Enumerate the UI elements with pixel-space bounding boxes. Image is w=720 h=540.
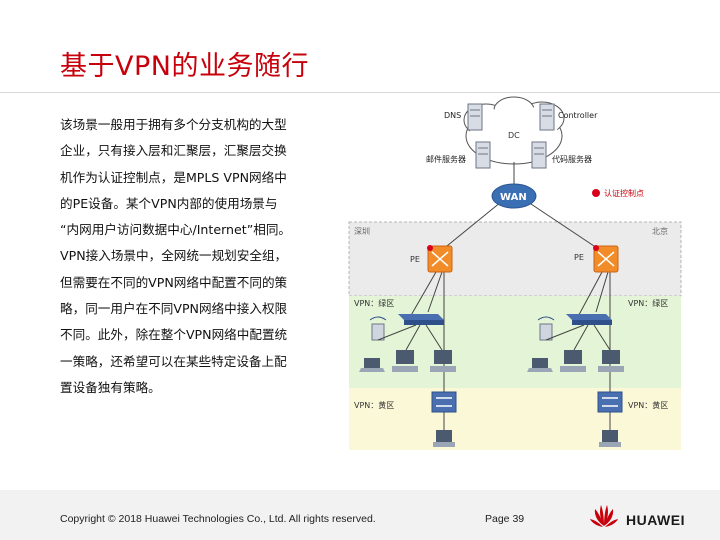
controller-label: Controller <box>558 111 598 120</box>
mail-server-label: 邮件服务器 <box>426 154 466 164</box>
pe-right-label: PE <box>574 253 584 262</box>
green-left-links-3 <box>425 324 443 351</box>
mail-server-icon <box>475 141 491 169</box>
title-divider <box>0 92 720 93</box>
slide-body-text: 该场景一般用于拥有多个分支机构的大型 企业，只有接入层和汇聚层，汇聚层交换 机作… <box>60 112 322 401</box>
pc-left-2-icon <box>430 350 456 372</box>
vpn-yellow-zone <box>349 388 681 450</box>
green-left-links <box>377 324 417 341</box>
laptop-right-icon <box>527 358 553 372</box>
proxy-server-icon <box>531 141 547 169</box>
body-line: 该场景一般用于拥有多个分支机构的大型 <box>60 117 287 132</box>
green-right-links-2 <box>573 324 589 351</box>
auth-point-legend-label: 认证控制点 <box>604 188 644 198</box>
body-line: 的PE设备。某个VPN内部的使用场景与 <box>60 195 278 211</box>
pe-right-switch-icon <box>593 245 619 273</box>
footer-bar <box>0 490 720 540</box>
copyright-text: Copyright © 2018 Huawei Technologies Co.… <box>60 513 376 525</box>
wan-pe-left-link <box>441 201 502 251</box>
wan-label: WAN <box>500 192 527 203</box>
network-diagram: DC DNS Controller 邮件服务器 代码服务器 WAN 认证控制点 <box>348 96 682 450</box>
yellow-left-switch-icon <box>431 391 457 413</box>
wan-node <box>491 183 537 209</box>
dns-server-icon <box>467 103 483 131</box>
body-line: 略，同一用户在不同VPN网络中接入权限 <box>60 301 288 317</box>
green-right-links <box>545 324 585 341</box>
body-line: 但需要在不同的VPN网络中配置不同的策 <box>60 274 288 290</box>
dc-label: DC <box>508 131 520 140</box>
pc-right-icon <box>560 350 586 372</box>
yellow-right-pc-icon <box>599 430 621 447</box>
controller-server-icon <box>539 103 555 131</box>
green-left-links-2 <box>405 324 421 351</box>
green-right-links-3 <box>593 324 611 351</box>
pe-left-green-link-2 <box>427 271 443 313</box>
body-line: VPN接入场景中，全网统一规划安全组， <box>60 248 288 264</box>
laptop-left-icon <box>359 358 385 372</box>
pe-left-switch-icon <box>427 245 453 273</box>
dns-label: DNS <box>444 111 461 120</box>
body-line: “内网用户访问数据中心/Internet”相同。 <box>60 222 292 238</box>
slide-title: 基于VPN的业务随行 <box>60 51 309 82</box>
pc-right-2-icon <box>598 350 624 372</box>
pe-right-green-link-2 <box>595 271 609 313</box>
access-switch-right-icon <box>566 314 612 325</box>
site-left-label: 深圳 <box>354 226 370 236</box>
body-line: 置设备独有策略。 <box>60 379 161 395</box>
vpn-green-zone <box>349 296 681 388</box>
site-gray-zone <box>348 221 682 297</box>
pc-left-icon <box>392 350 418 372</box>
pe-left-label: PE <box>410 255 420 264</box>
vpn-yellow-left-label: VPN：黄区 <box>354 400 394 410</box>
access-switch-left-icon <box>398 314 444 325</box>
yellow-left-pc-icon <box>433 430 455 447</box>
wan-pe-right-link <box>527 201 601 251</box>
body-line: 一策略，还希望可以在某些特定设备上配 <box>60 353 287 369</box>
body-line: 企业，只有接入层和汇聚层，汇聚层交换 <box>60 143 287 159</box>
site-right-label: 北京 <box>652 226 668 236</box>
vpn-yellow-right-label: VPN：黄区 <box>628 400 668 410</box>
page-number: Page 39 <box>485 513 525 525</box>
huawei-logo-icon <box>590 505 618 527</box>
body-line: 机作为认证控制点，是MPLS VPN网络中 <box>60 169 287 185</box>
auth-point-legend-icon <box>592 189 600 197</box>
vpn-green-right-label: VPN：绿区 <box>628 299 668 308</box>
vpn-green-left-label: VPN：绿区 <box>354 299 394 308</box>
body-line: 不同。此外，除在整个VPN网络中配置统 <box>60 327 288 343</box>
huawei-logo-text: HUAWEI <box>626 512 685 528</box>
yellow-right-switch-icon <box>597 391 623 413</box>
proxy-server-label: 代码服务器 <box>552 154 592 164</box>
